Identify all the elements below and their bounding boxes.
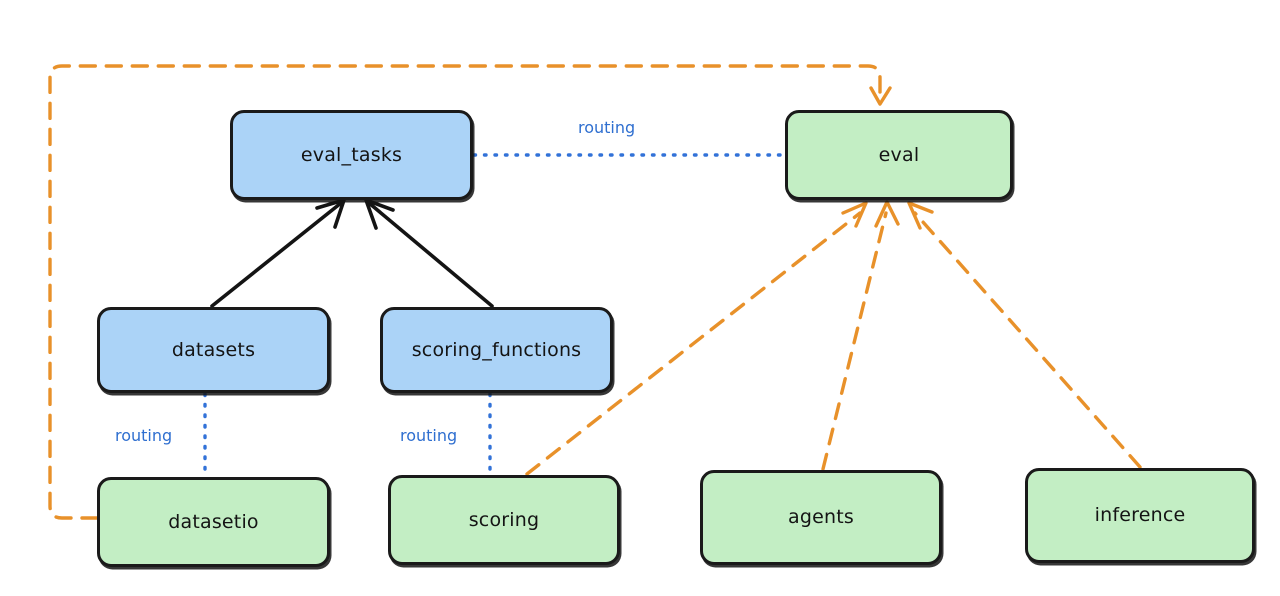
node-inference[interactable]: inference: [1025, 468, 1255, 563]
edge-label-routing-eval-tasks-eval: routing: [578, 118, 636, 137]
arrowhead-scoring_functions-to-eval_tasks: [364, 198, 395, 230]
edge-label-routing-scoring-functions-scoring: routing: [400, 426, 458, 445]
arrowhead-datasets-to-eval_tasks: [315, 198, 346, 229]
node-eval-tasks[interactable]: eval_tasks: [230, 110, 473, 200]
edge-label-routing-datasets-datasetio: routing: [115, 426, 173, 445]
node-scoring-label: scoring: [468, 508, 540, 531]
edge-datasets-to-eval_tasks: [210, 201, 343, 308]
node-eval-label: eval: [878, 143, 920, 166]
node-datasets[interactable]: datasets: [97, 307, 330, 393]
node-scoring-functions[interactable]: scoring_functions: [380, 307, 613, 393]
node-datasetio[interactable]: datasetio: [97, 477, 330, 567]
edge-agents-to-eval: [821, 211, 888, 471]
node-agents-label: agents: [788, 506, 854, 529]
node-datasetio-label: datasetio: [168, 510, 259, 533]
node-agents[interactable]: agents: [700, 470, 942, 565]
node-datasets-label: datasets: [171, 338, 256, 361]
node-scoring[interactable]: scoring: [388, 475, 620, 565]
edge-scoring_functions-to-eval_tasks: [367, 201, 494, 308]
arrowhead-scoring-to-eval: [841, 201, 868, 228]
node-eval[interactable]: eval: [785, 110, 1013, 200]
arrowhead-agents-to-eval: [874, 200, 900, 228]
node-inference-label: inference: [1094, 504, 1186, 527]
node-scoring-functions-label: scoring_functions: [411, 338, 582, 361]
edge-scoring-to-eval: [525, 211, 862, 476]
arrowhead-inference-to-eval: [907, 201, 934, 230]
arrowhead-datasetio-to-eval: [869, 86, 892, 106]
node-eval-tasks-label: eval_tasks: [300, 143, 403, 166]
edge-inference-to-eval: [913, 211, 1142, 469]
